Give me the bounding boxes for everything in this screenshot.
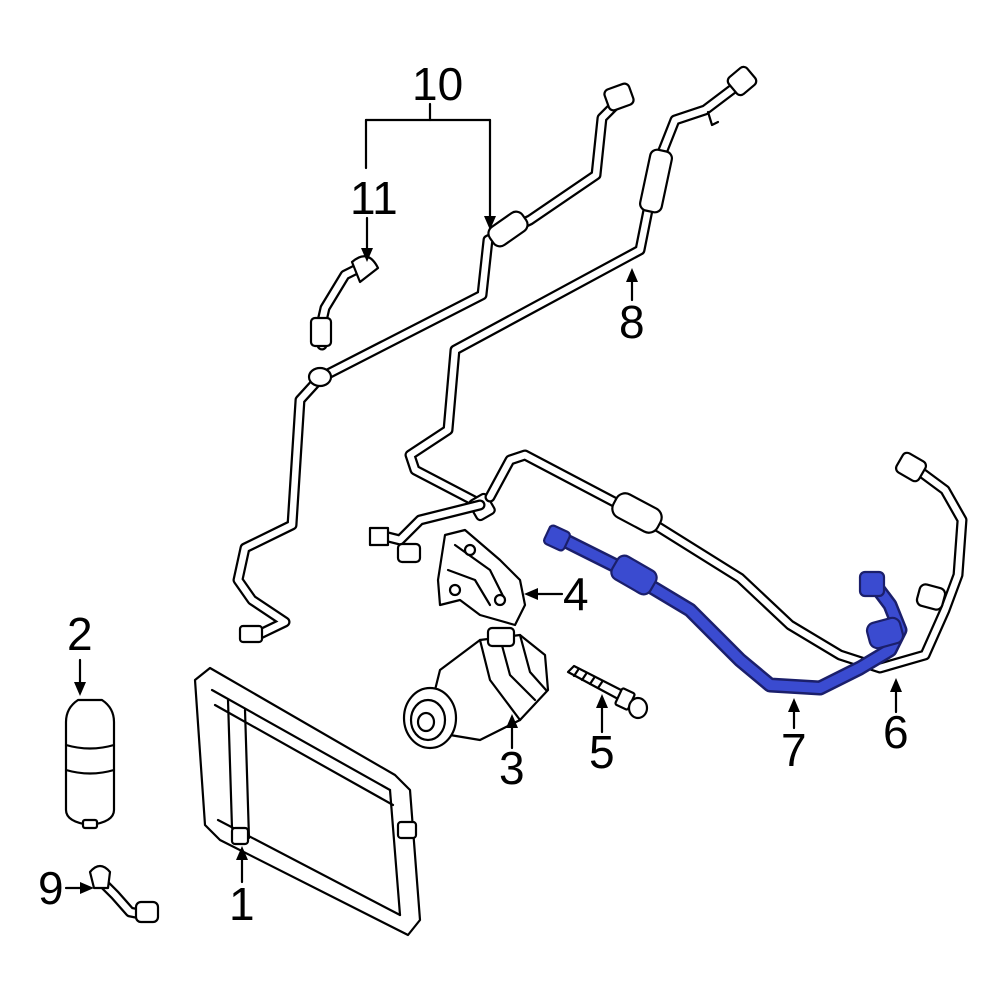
arrowhead-1 — [236, 846, 248, 860]
callout-2: 2 — [67, 608, 93, 660]
arrowhead-8 — [626, 268, 638, 282]
arrowhead-3 — [506, 714, 518, 728]
callout-5: 5 — [589, 726, 615, 778]
arrowhead-5 — [596, 694, 608, 708]
callout-1: 1 — [229, 878, 255, 930]
arrowhead-6 — [890, 678, 902, 692]
part-1-condenser — [193, 666, 422, 937]
part-2-drier — [64, 698, 116, 830]
part-6-line — [368, 449, 968, 674]
part-9-hose — [88, 864, 160, 924]
callout-6: 6 — [883, 706, 909, 758]
leader-lines — [64, 102, 902, 894]
part-10-line — [232, 82, 635, 644]
arrowhead-2 — [74, 682, 86, 696]
callout-11: 11 — [350, 172, 398, 224]
part-3-compressor — [402, 626, 550, 750]
arrowhead-4 — [524, 588, 538, 600]
arrowhead-11 — [361, 248, 373, 262]
part-5-bolt — [566, 664, 649, 720]
callout-10: 10 — [412, 58, 463, 110]
arrowhead-7 — [788, 698, 800, 712]
part-11-hose — [309, 255, 380, 351]
arrowhead-10 — [484, 216, 496, 230]
callout-7: 7 — [781, 724, 807, 776]
arrowhead-9 — [80, 882, 94, 894]
part-4-bracket — [436, 528, 527, 627]
callout-8: 8 — [619, 296, 645, 348]
part-7-hose — [543, 524, 908, 696]
callout-labels: 10 11 8 2 4 3 5 7 6 9 1 — [38, 58, 909, 930]
part-8-line — [404, 65, 758, 522]
callout-4: 4 — [563, 568, 589, 620]
callout-3: 3 — [499, 742, 525, 794]
callout-9: 9 — [38, 862, 64, 914]
